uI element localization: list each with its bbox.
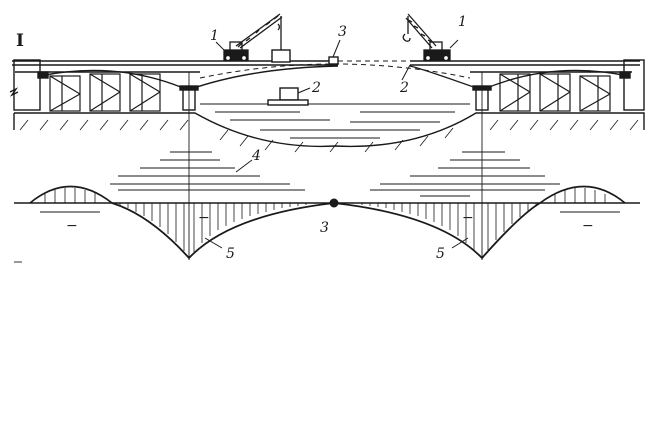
leader-line-5-left: [204, 237, 223, 249]
arch-center-right: [409, 65, 483, 91]
crane-left: [215, 13, 283, 62]
label-diagram-left: 5: [226, 246, 235, 262]
label-hinge-bottom: 3: [320, 220, 329, 236]
left-positive-hump: [29, 185, 113, 204]
label-hinge-top: 3: [338, 24, 347, 40]
left-hump-hatch: [44, 188, 96, 203]
label-crane-left: 1: [210, 28, 219, 44]
central-hinge: [329, 198, 339, 208]
leader-line-3-top: [332, 39, 341, 58]
support-left: [37, 71, 49, 79]
label-positive-zone: 4: [251, 148, 261, 164]
closing-block: [328, 56, 339, 65]
pier-axis-lines: [188, 72, 483, 260]
leader-line-4: [235, 159, 253, 173]
leader-line-2-right: [401, 64, 411, 81]
label-diagram-right: 5: [436, 246, 445, 262]
abutment-left: [13, 59, 41, 111]
sign-center-right-minus: −: [462, 210, 474, 226]
falsework-left: [49, 73, 161, 112]
leader-line-5-right: [451, 237, 469, 249]
lifted-block-left: [271, 49, 291, 63]
positive-zone-hatch: [110, 151, 560, 197]
negative-envelope-hatch: [119, 203, 537, 252]
bridge-elevation: [9, 13, 645, 153]
barge: [267, 99, 309, 106]
crane-right: [402, 13, 459, 62]
moment-diagram: [14, 72, 640, 263]
leader-line-2-floating: [297, 87, 311, 94]
section-label: I: [16, 31, 24, 51]
arch-lower-chord: [39, 69, 189, 91]
ground-hatching: [19, 119, 639, 153]
label-crane-right: 1: [458, 14, 467, 30]
abutment-right: [623, 59, 645, 111]
abutment-left-break: [9, 87, 19, 97]
sign-center-left-minus: −: [198, 210, 210, 226]
arch-center-left: [187, 65, 339, 91]
label-block-right: 2: [399, 80, 409, 96]
floating-block: [279, 87, 299, 101]
sign-right-minus: −: [582, 218, 594, 234]
sign-left-minus: −: [66, 218, 78, 234]
label-block-floating: 2: [311, 80, 321, 96]
support-right: [619, 71, 631, 79]
water-surface: [200, 103, 470, 139]
falsework-right: [499, 73, 611, 112]
right-hump-hatch: [554, 188, 606, 203]
arch-lower-chord-right: [481, 69, 629, 91]
right-positive-hump: [539, 185, 626, 204]
negative-zone-dashes: [14, 211, 620, 263]
